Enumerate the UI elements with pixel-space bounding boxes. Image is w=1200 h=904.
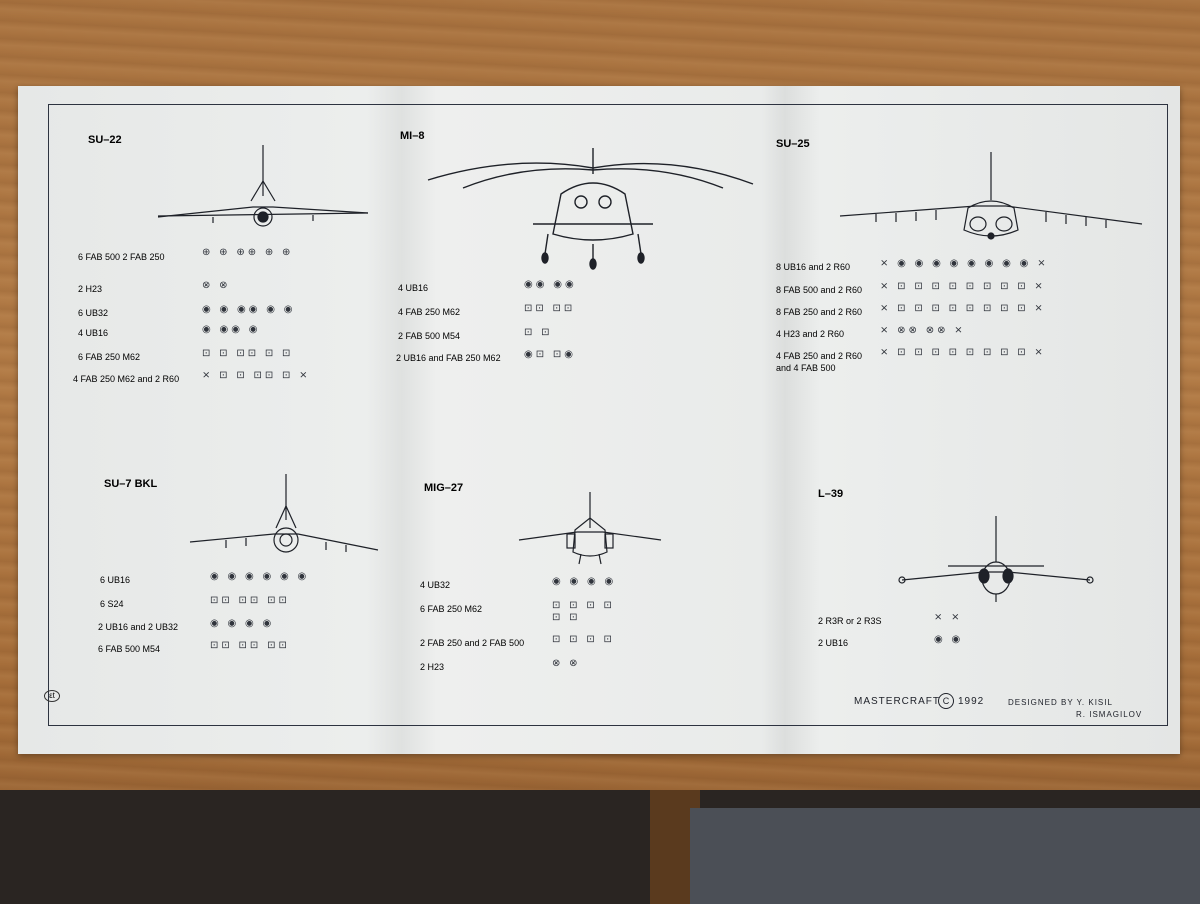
instruction-sheet: SU–22 6 FAB 500 2 FAB 250 ⊕ ⊕ ⊕⊕ ⊕ ⊕ 2 H… xyxy=(18,86,1180,754)
mi8-row-1-glyphs: ◉◉ ◉◉ xyxy=(524,279,577,290)
su7-row-3-label: 2 UB16 and 2 UB32 xyxy=(98,622,179,632)
su7-row-3-glyphs: ◉ ◉ ◉ ◉ xyxy=(210,618,275,629)
su7-row-1-glyphs: ◉ ◉ ◉ ◉ ◉ ◉ xyxy=(210,571,310,582)
su7-front-view xyxy=(189,474,379,553)
mig27-row-1-label: 4 UB32 xyxy=(420,580,451,590)
mig27-row-1-glyphs: ◉ ◉ ◉ ◉ xyxy=(552,576,617,587)
su25-row-2-label: 8 FAB 500 and 2 R60 xyxy=(776,285,863,295)
su22-row-6-glyphs: ⨯ ⊡ ⊡ ⊡⊡ ⊡ ⨯ xyxy=(202,370,311,381)
su22-row-3-glyphs: ◉ ◉ ◉◉ ◉ ◉ xyxy=(202,304,296,315)
carpet xyxy=(690,808,1200,904)
l39-row-1-glyphs: ⨯ ⨯ xyxy=(934,612,963,623)
mig27-front-view xyxy=(518,492,662,565)
l39-title: L–39 xyxy=(818,488,844,500)
mig27-row-3-glyphs: ⊡ ⊡ ⊡ ⊡ xyxy=(552,634,615,645)
designer-credit: DESIGNED BY Y. KISIL xyxy=(1008,698,1113,707)
su25-row-5-glyphs: ⨯ ⊡ ⊡ ⊡ ⊡ ⊡ ⊡ ⊡ ⊡ ⨯ xyxy=(880,347,1046,358)
su22-row-4-glyphs: ◉ ◉◉ ◉ xyxy=(202,324,261,335)
su25-front-view xyxy=(839,152,1143,240)
su22-row-4-label: 4 UB16 xyxy=(78,328,109,338)
su25-row-4-label: 4 H23 and 2 R60 xyxy=(776,329,845,339)
su22-row-1-label: 6 FAB 500 2 FAB 250 xyxy=(78,252,165,262)
l39-row-1-label: 2 R3R or 2 R3S xyxy=(818,616,882,626)
mig27-row-2-glyphs: ⊡ ⊡ ⊡ ⊡ xyxy=(552,600,615,611)
brand-name: MASTERCRAFT xyxy=(854,696,940,707)
su22-row-2-label: 2 H23 xyxy=(78,284,103,294)
su25-title: SU–25 xyxy=(776,138,810,150)
su7-row-4-glyphs: ⊡⊡ ⊡⊡ ⊡⊡ xyxy=(210,640,290,651)
su7-title: SU–7 BKL xyxy=(104,478,158,490)
mi8-row-2-label: 4 FAB 250 M62 xyxy=(398,307,461,317)
l39-row-2-glyphs: ◉ ◉ xyxy=(934,634,964,645)
su22-row-2-glyphs: ⊗ ⊗ xyxy=(202,280,231,291)
floor-background xyxy=(0,790,1200,904)
copyright-symbol: C xyxy=(938,693,954,709)
su25-row-2-glyphs: ⨯ ⊡ ⊡ ⊡ ⊡ ⊡ ⊡ ⊡ ⊡ ⨯ xyxy=(880,281,1046,292)
su22-row-3-label: 6 UB32 xyxy=(78,308,109,318)
su25-row-6-label: and 4 FAB 500 xyxy=(776,363,836,373)
mig27-row-2-label: 6 FAB 250 M62 xyxy=(420,604,483,614)
su7-row-1-label: 6 UB16 xyxy=(100,575,131,585)
su25-row-3-label: 8 FAB 250 and 2 R60 xyxy=(776,307,863,317)
su22-row-5-glyphs: ⊡ ⊡ ⊡⊡ ⊡ ⊡ xyxy=(202,348,294,359)
su25-row-5-label: 4 FAB 250 and 2 R60 xyxy=(776,351,863,361)
mi8-row-4-glyphs: ◉⊡ ⊡◉ xyxy=(524,349,576,360)
mi8-row-3-glyphs: ⊡ ⊡ xyxy=(524,327,553,338)
copyright-year: 1992 xyxy=(958,696,985,707)
su25-row-4-glyphs: ⨯ ⊗⊗ ⊗⊗ ⨯ xyxy=(880,325,966,336)
mi8-row-1-label: 4 UB16 xyxy=(398,283,429,293)
mig27-row-3-label: 2 FAB 250 and 2 FAB 500 xyxy=(420,638,525,648)
mig27-title: MIG–27 xyxy=(424,482,464,494)
su22-title: SU–22 xyxy=(88,134,122,146)
su25-row-1-label: 8 UB16 and 2 R60 xyxy=(776,262,851,272)
su7-row-2-glyphs: ⊡⊡ ⊡⊡ ⊡⊡ xyxy=(210,595,290,606)
su7-row-4-label: 6 FAB 500 M54 xyxy=(98,644,161,654)
su7-row-2-label: 6 S24 xyxy=(100,599,124,609)
mig27-row-4-glyphs: ⊗ ⊗ xyxy=(552,658,581,669)
mi8-front-view xyxy=(427,148,754,270)
mi8-title: MI–8 xyxy=(400,130,425,142)
mig27-row-4-label: 2 H23 xyxy=(420,662,445,672)
su25-row-1-glyphs: ⨯ ◉ ◉ ◉ ◉ ◉ ◉ ◉ ◉ ⨯ xyxy=(880,258,1049,269)
designer-credit-2: R. ISMAGILOV xyxy=(1076,710,1143,719)
mi8-row-3-label: 2 FAB 500 M54 xyxy=(398,331,461,341)
l39-row-2-label: 2 UB16 xyxy=(818,638,849,648)
su22-row-5-label: 6 FAB 250 M62 xyxy=(78,352,141,362)
mig27-row-2-glyphs-lower: ⊡ ⊡ xyxy=(552,612,581,623)
mi8-row-4-label: 2 UB16 and FAB 250 M62 xyxy=(396,353,501,363)
l39-front-view xyxy=(898,516,1094,602)
su22-row-1-glyphs: ⊕ ⊕ ⊕⊕ ⊕ ⊕ xyxy=(202,247,294,258)
sheet-frame xyxy=(48,104,1168,726)
su22-front-view xyxy=(157,145,369,227)
su25-row-3-glyphs: ⨯ ⊡ ⊡ ⊡ ⊡ ⊡ ⊡ ⊡ ⊡ ⨯ xyxy=(880,303,1046,314)
mi8-row-2-glyphs: ⊡⊡ ⊡⊡ xyxy=(524,303,576,314)
publisher-mark: εt xyxy=(44,690,60,702)
su22-row-6-label: 4 FAB 250 M62 and 2 R60 xyxy=(73,374,180,384)
